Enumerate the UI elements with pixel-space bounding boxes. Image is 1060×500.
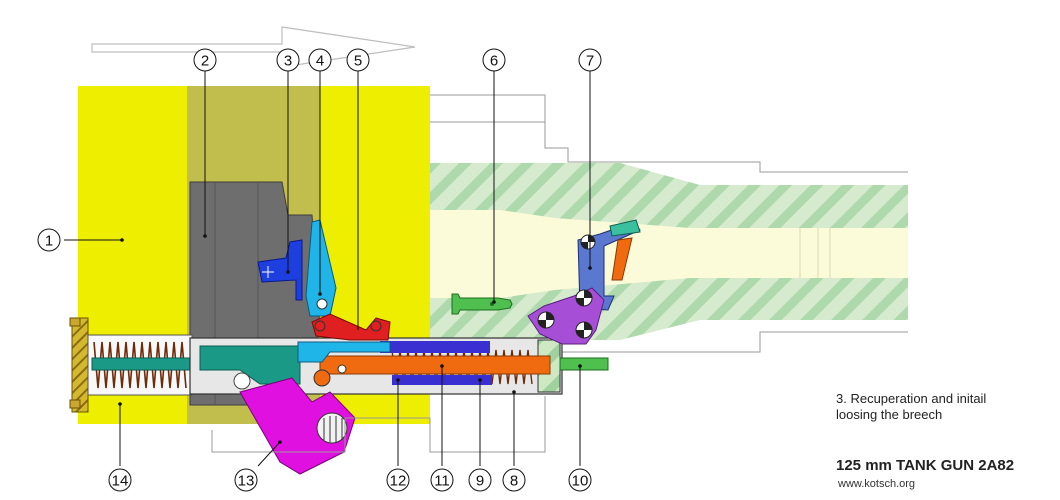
leader-lines	[64, 71, 591, 467]
blue-lever	[257, 239, 303, 301]
barrel-bore	[320, 210, 908, 298]
rammer-rod	[319, 355, 551, 375]
callout-5: 5	[354, 53, 362, 70]
recuperator-rod	[91, 357, 203, 371]
callout-8: 8	[510, 473, 518, 490]
diagram-title: 125 mm TANK GUN 2A82	[836, 457, 1015, 474]
red-slide	[311, 313, 391, 341]
callout-7: 7	[586, 53, 594, 70]
callout-6: 6	[490, 53, 498, 70]
buffer-housing	[71, 317, 89, 413]
website-credit: www.kotsch.org	[838, 478, 916, 490]
callout-10: 10	[572, 473, 589, 490]
callout-14: 14	[112, 473, 129, 490]
callout-11: 11	[434, 473, 450, 490]
callout-2: 2	[201, 53, 209, 70]
callout-13: 13	[238, 473, 255, 490]
callout-3: 3	[284, 53, 292, 70]
callout-9: 9	[476, 473, 484, 490]
extractor-spring-arm	[611, 237, 633, 281]
cartridge-case	[451, 293, 513, 315]
callout-12: 12	[390, 473, 407, 490]
step-caption: 3. Recuperation and initail loosing the …	[836, 391, 987, 422]
barrel-outline-top	[430, 94, 908, 173]
piston-rod-out	[559, 357, 609, 371]
callout-1: 1	[45, 233, 53, 250]
callout-4: 4	[316, 53, 324, 70]
